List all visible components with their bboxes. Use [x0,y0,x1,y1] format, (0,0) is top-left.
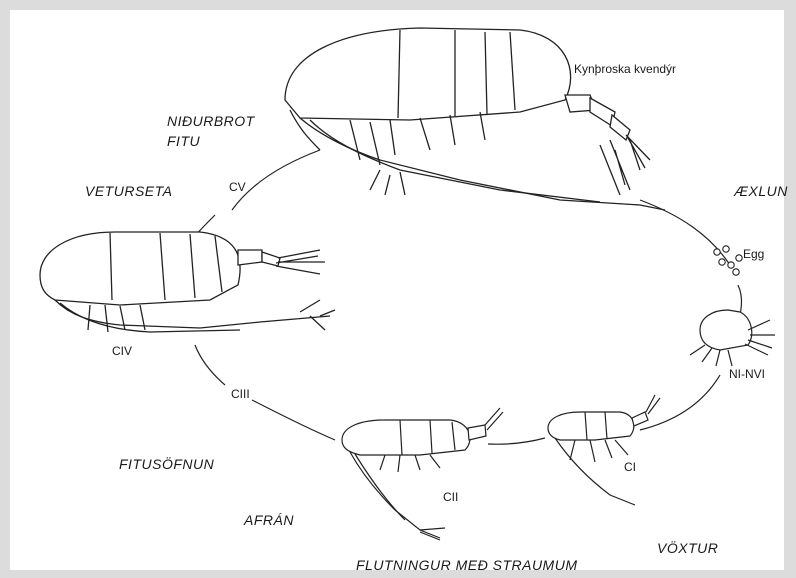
cycle-arc-nauplius-ci [640,375,720,430]
egg-cluster [714,246,742,275]
label-overwintering: VETURSETA [85,183,172,199]
label-stage-civ: CIV [112,344,132,358]
label-mature-female: Kynþroska kvendýr [574,62,676,76]
cv-stage-copepod [40,232,335,332]
cii-stage-copepod [342,408,503,540]
label-lipid-accumulation: FITUSÖFNUN [119,456,214,472]
ci-stage-copepod [548,395,660,505]
cycle-arc-ciii-civ [195,345,225,385]
adult-female-copepod [285,28,665,210]
label-egg: Egg [743,247,764,261]
cycle-arc-cii-ciii [252,400,335,440]
label-lipid-breakdown-1: NIÐURBROT [167,113,255,129]
label-stage-cii: CII [443,490,458,504]
label-current-transport: FLUTNINGUR MEÐ STRAUMUM [356,557,578,573]
cycle-arc-ci-cii [488,438,545,444]
label-stage-cv: CV [229,180,246,194]
label-lipid-breakdown-2: FITU [167,133,200,149]
label-stage-ci: CI [624,460,636,474]
label-reproduction: ÆXLUN [734,183,788,199]
label-predation: AFRÁN [244,512,294,528]
label-nauplius: NI-NVI [729,367,765,381]
label-stage-ciii: CIII [231,387,250,401]
label-growth: VÖXTUR [657,540,718,556]
nauplius-larva [690,310,775,366]
